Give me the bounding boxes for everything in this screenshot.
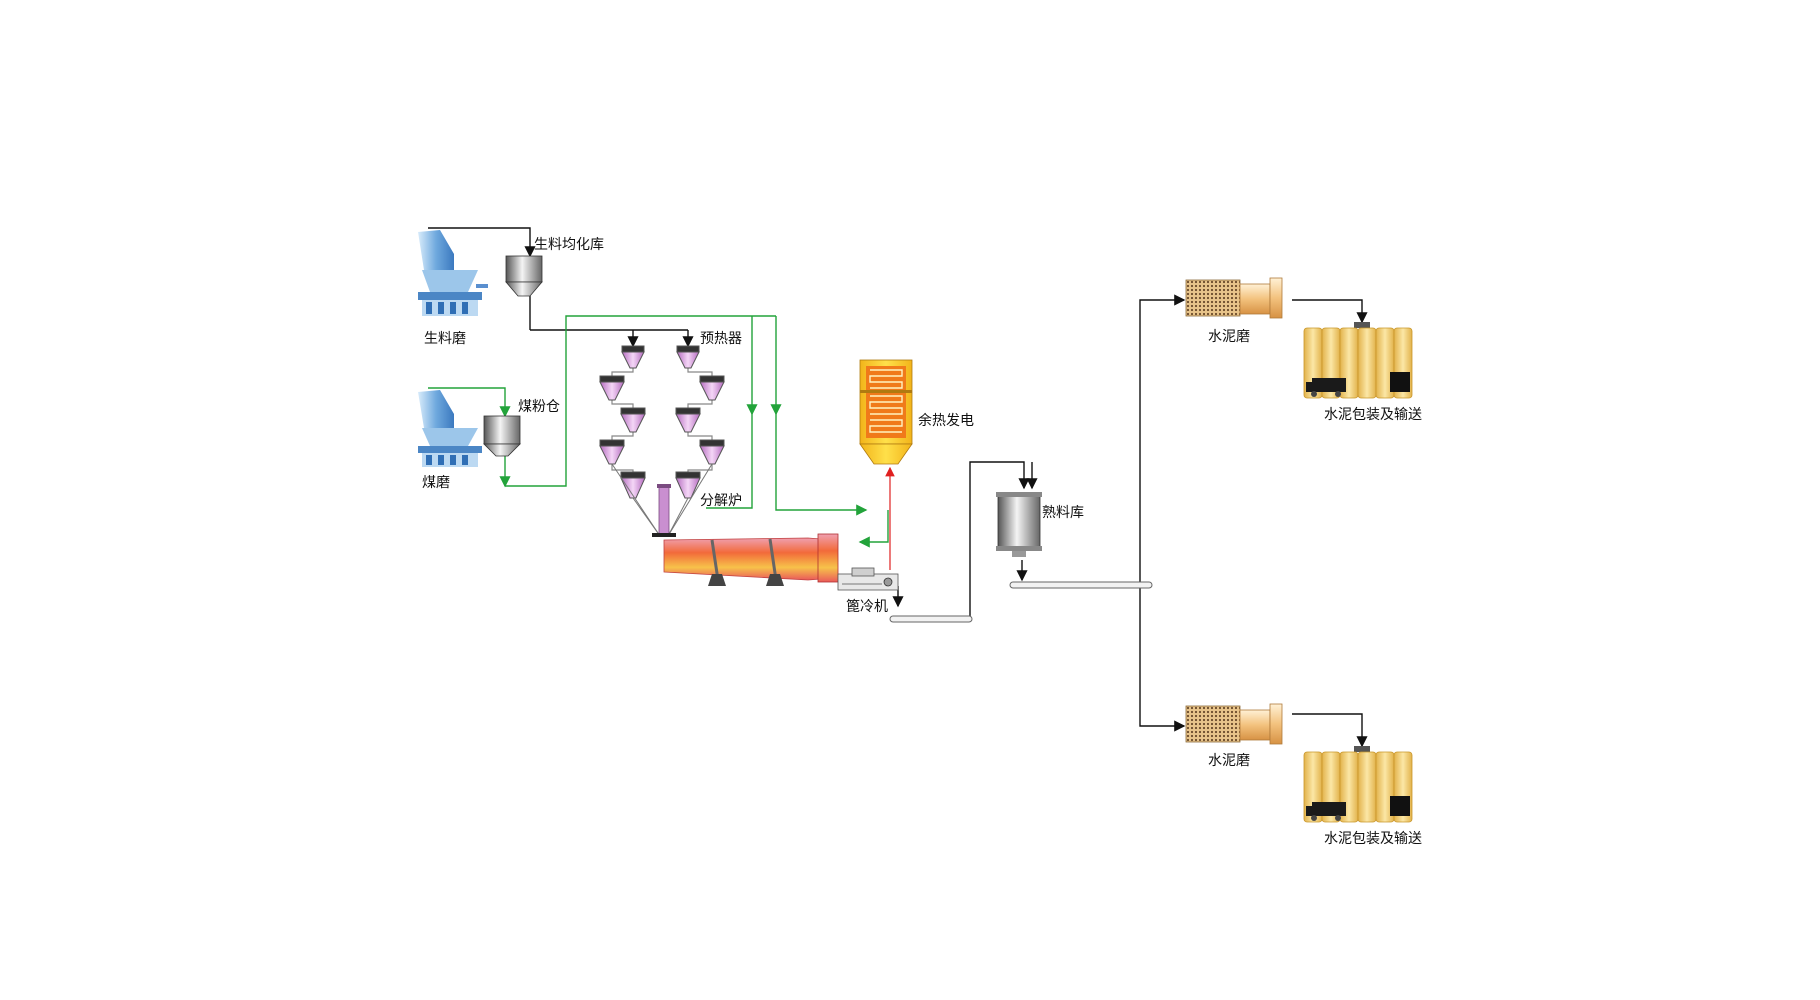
label-preheater: 预热器: [700, 331, 742, 347]
label-calciner: 分解炉: [700, 493, 742, 509]
cyclone: [599, 375, 625, 401]
coal-mill: [418, 390, 482, 467]
cyclone: [621, 345, 645, 369]
truck-icon: [1306, 378, 1346, 397]
preheater-tower: [599, 345, 725, 537]
label-packing-2: 水泥包装及输送: [1324, 831, 1422, 847]
raw-mill: [418, 230, 488, 316]
cyclone: [699, 375, 725, 401]
truck-icon: [1306, 802, 1346, 821]
cyclone: [599, 439, 625, 465]
cyclone: [675, 407, 701, 433]
label-raw-silo: 生料均化库: [534, 237, 604, 253]
cyclone: [676, 345, 700, 369]
cyclone: [675, 471, 701, 499]
coal-powder-bin: [483, 415, 521, 457]
grate-cooler: [837, 567, 899, 591]
cement-packing-1: [1303, 322, 1413, 399]
belt-conveyor: [889, 615, 973, 623]
cement-mill-2: [1185, 703, 1283, 745]
label-coal-mill: 煤磨: [422, 475, 450, 491]
waste-heat-boiler: [859, 359, 913, 465]
calciner: [652, 484, 676, 537]
clinker-silo: [996, 492, 1042, 557]
coal-flow-lines: [428, 315, 889, 548]
label-grate-cooler: 篦冷机: [846, 599, 888, 615]
raw-meal-silo: [505, 255, 543, 297]
label-coal-bin: 煤粉仓: [518, 399, 560, 415]
label-raw-mill: 生料磨: [424, 331, 466, 347]
label-cement-mill-1: 水泥磨: [1208, 329, 1250, 345]
rotary-kiln: [663, 533, 839, 586]
label-packing-1: 水泥包装及输送: [1324, 407, 1422, 423]
belt-conveyor: [1009, 581, 1153, 589]
cement-packing-2: [1303, 746, 1413, 823]
label-waste-heat-power: 余热发电: [918, 413, 974, 429]
cyclone: [620, 471, 646, 499]
label-cement-mill-2: 水泥磨: [1208, 753, 1250, 769]
cyclone: [699, 439, 725, 465]
cement-mill-1: [1185, 277, 1283, 319]
cyclone: [620, 407, 646, 433]
label-clinker-silo: 熟料库: [1042, 505, 1084, 521]
